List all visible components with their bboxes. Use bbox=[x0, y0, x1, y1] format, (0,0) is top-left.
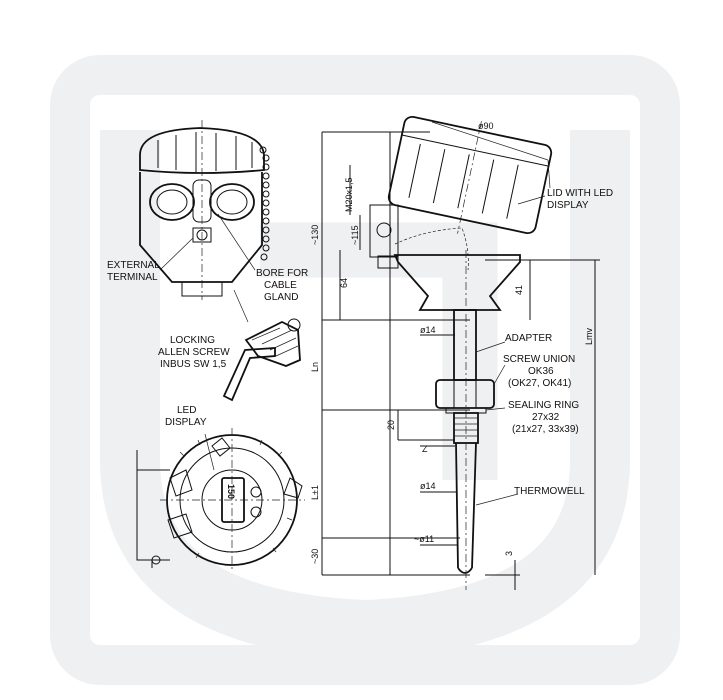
lid-led-label: LID WITH LED DISPLAY bbox=[547, 188, 616, 211]
bore-cable-gland-label: BORE FOR CABLE GLAND bbox=[256, 268, 311, 303]
dim-dia-11: ~ø11 bbox=[414, 534, 434, 544]
dim-30: ~30 bbox=[310, 549, 320, 564]
dim-115: ~115 bbox=[350, 225, 360, 245]
locking-screw-label: LOCKING ALLEN SCREW INBUS SW 1,5 bbox=[158, 335, 232, 370]
sealing-ring-label: SEALING RING 27x32 (21x27, 33x39) bbox=[508, 400, 582, 435]
led-readout: 150 bbox=[226, 484, 236, 499]
head-top-view: 150 bbox=[136, 428, 305, 572]
led-display-label: LED DISPLAY bbox=[165, 405, 207, 428]
dim-dia-14-top: ø14 bbox=[420, 325, 436, 335]
adapter-label: ADAPTER bbox=[505, 333, 552, 344]
dim-l1: L±1 bbox=[310, 485, 320, 500]
dim-41: 41 bbox=[514, 285, 524, 295]
assembly-view bbox=[321, 115, 600, 590]
lid-chain bbox=[259, 146, 270, 261]
dim-z: Z bbox=[422, 444, 428, 454]
thermowell-label: THERMOWELL bbox=[514, 486, 585, 497]
screw-union-label: SCREW UNION OK36 (OK27, OK41) bbox=[503, 354, 578, 389]
dim-lmv: Lmv bbox=[584, 327, 594, 345]
dim-130: ~130 bbox=[310, 225, 320, 245]
head-side-view bbox=[139, 120, 270, 323]
dim-ln: Ln bbox=[310, 362, 320, 372]
external-terminal-label: EXTERNAL TERMINAL bbox=[107, 260, 162, 283]
dim-64: 64 bbox=[339, 278, 349, 288]
dim-m20: M20x1,5 bbox=[344, 177, 354, 212]
dim-3: 3 bbox=[504, 551, 514, 556]
dim-20: 20 bbox=[386, 420, 396, 430]
dim-dia-14: ø14 bbox=[420, 481, 436, 491]
dim-dia-90: ø90 bbox=[478, 121, 494, 131]
locking-screw-detail bbox=[222, 318, 301, 402]
watermark-logo bbox=[50, 55, 680, 685]
